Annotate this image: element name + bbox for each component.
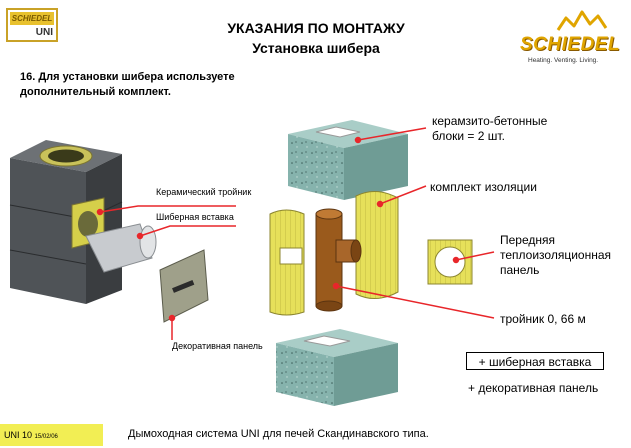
label-front-panel: Передняя теплоизоляционная панель [500, 233, 611, 277]
chimney-stack [9, 140, 157, 304]
logo-model: UNI [35, 27, 53, 38]
label-concrete-blocks: керамзито-бетонные блоки = 2 шт. [432, 114, 548, 143]
decorative-panel-plate [159, 249, 209, 323]
insulation-kit [269, 191, 399, 316]
ceramic-tee-pipe [315, 208, 362, 312]
logo-wordmark: SCHIEDEL [520, 34, 621, 55]
plus-decorative-label: + декоративная панель [468, 381, 599, 395]
plus-damper-box: + шиберная вставка [466, 352, 604, 370]
label-tee: тройник 0, 66 м [500, 312, 586, 326]
footer-date: 15/02/06 [34, 434, 58, 440]
label-insulation-kit: комплект изоляции [430, 180, 537, 194]
page-subtitle: Установка шибера [252, 40, 380, 56]
leader-lines [96, 127, 495, 340]
logo-brand: SCHIEDEL [10, 12, 54, 25]
concrete-block-top [288, 120, 408, 200]
footer-page-ref: UNI 10 [4, 430, 33, 440]
schiedel-uni-logo: SCHIEDEL UNI [6, 8, 58, 42]
label-damper-insert: Шиберная вставка [156, 212, 234, 222]
label-decorative-panel: Декоративная панель [172, 341, 263, 351]
label-ceramic-tee: Керамический тройник [156, 187, 252, 197]
logo-tagline: Heating. Venting. Living. [528, 57, 599, 64]
flame-roof-icon [556, 10, 608, 31]
concrete-block-bottom [276, 329, 398, 406]
schiedel-logo: SCHIEDEL Heating. Venting. Living. [514, 6, 626, 70]
front-insulation-panel [427, 239, 473, 285]
page-title: УКАЗАНИЯ ПО МОНТАЖУ [227, 20, 405, 36]
footer-caption: Дымоходная система UNI для печей Скандин… [128, 428, 429, 440]
footer-page-badge: UNI 10 15/02/06 [0, 424, 103, 446]
instruction-text: 16. Для установки шибера используете доп… [20, 71, 235, 98]
